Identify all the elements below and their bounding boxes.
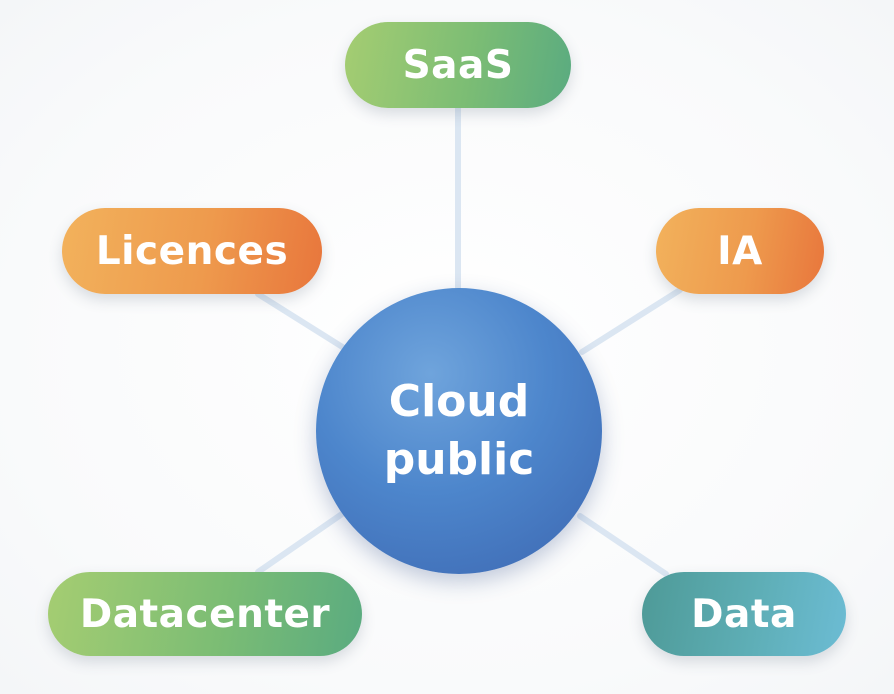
node-ia-label: IA	[717, 228, 763, 274]
node-saas: SaaS	[345, 22, 571, 108]
hub-label-line2: public	[383, 434, 535, 485]
hub-label-line1: Cloud	[388, 376, 530, 427]
node-ia: IA	[656, 208, 824, 294]
connector-licences	[255, 291, 347, 351]
connector-ia	[579, 287, 683, 355]
connector-datacenter	[255, 511, 345, 575]
node-licences: Licences	[62, 208, 322, 294]
node-licences-label: Licences	[95, 228, 289, 274]
node-data-label: Data	[691, 591, 797, 637]
node-datacenter-label: Datacenter	[79, 591, 331, 637]
node-saas-label: SaaS	[402, 42, 514, 88]
node-data: Data	[642, 572, 846, 656]
hub-circle: Cloud public	[316, 288, 602, 574]
connector-data	[577, 513, 669, 577]
node-datacenter: Datacenter	[48, 572, 362, 656]
